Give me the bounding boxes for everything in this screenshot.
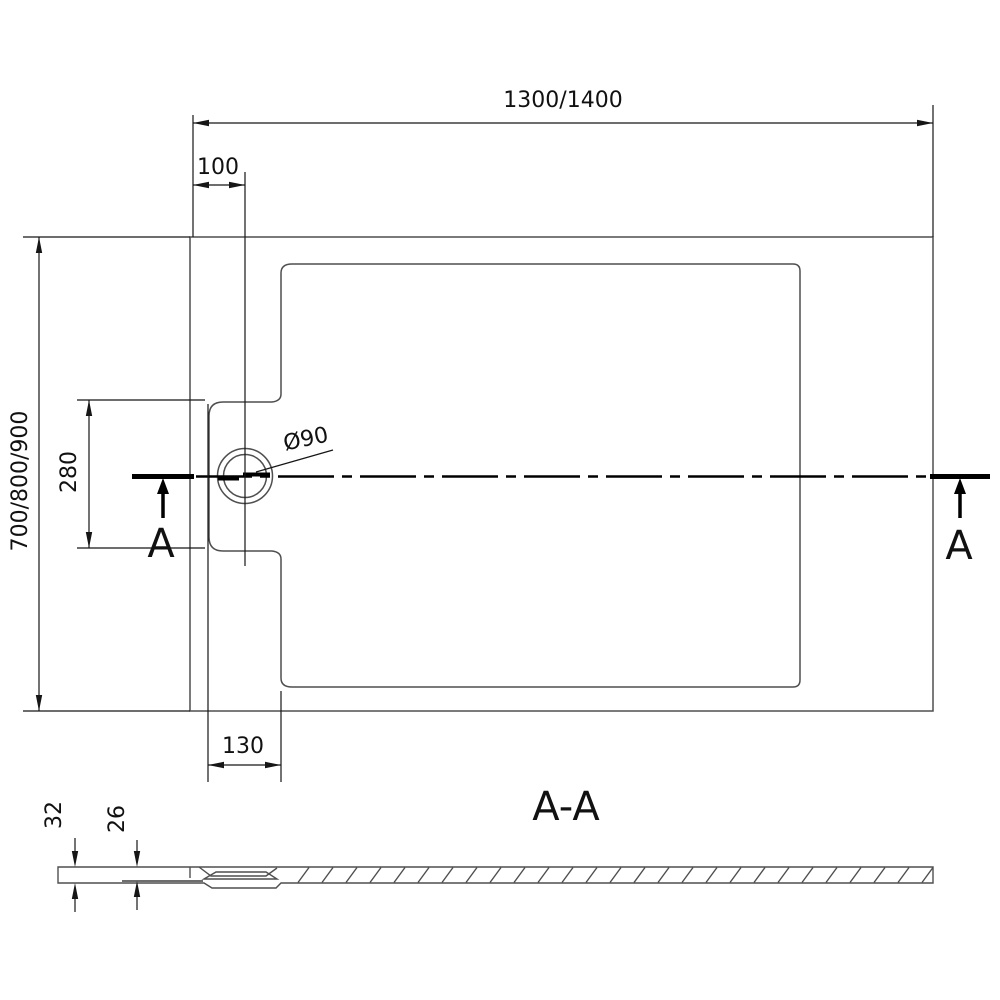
section-cut-line [132,472,990,518]
basin-floor-outline [208,263,801,688]
dim-recess-height-label: 280 [57,451,82,493]
tray-outer-outline [189,236,934,712]
section-arrow-left-head [157,478,169,494]
section-arrow-right-head [954,478,966,494]
section-marker-left-label: A [147,521,175,567]
drain-cover-plate [201,871,280,880]
section-title-label: A-A [532,784,600,830]
dimension-arrowheads [35,119,933,769]
dim-recess-width-label: 130 [222,734,264,759]
tray-top-view [189,236,934,712]
dim-width-label: 1300/1400 [503,88,623,113]
dim-thickness-total-label: 32 [42,801,67,829]
dim-thickness-min-label: 26 [105,805,130,833]
section-dimensions [74,838,203,912]
leader-line-drain [255,449,334,473]
dimension-lines [23,105,934,782]
slope-hatching [297,867,934,883]
pocket-chamfer [198,866,278,877]
section-dimension-arrowheads [71,851,141,899]
section-profile [57,866,934,889]
section-marker-right-label: A [945,523,973,569]
section-view [57,866,934,889]
dim-depth-label: 700/800/900 [8,410,33,552]
dim-drain-offset-label: 100 [197,155,239,180]
